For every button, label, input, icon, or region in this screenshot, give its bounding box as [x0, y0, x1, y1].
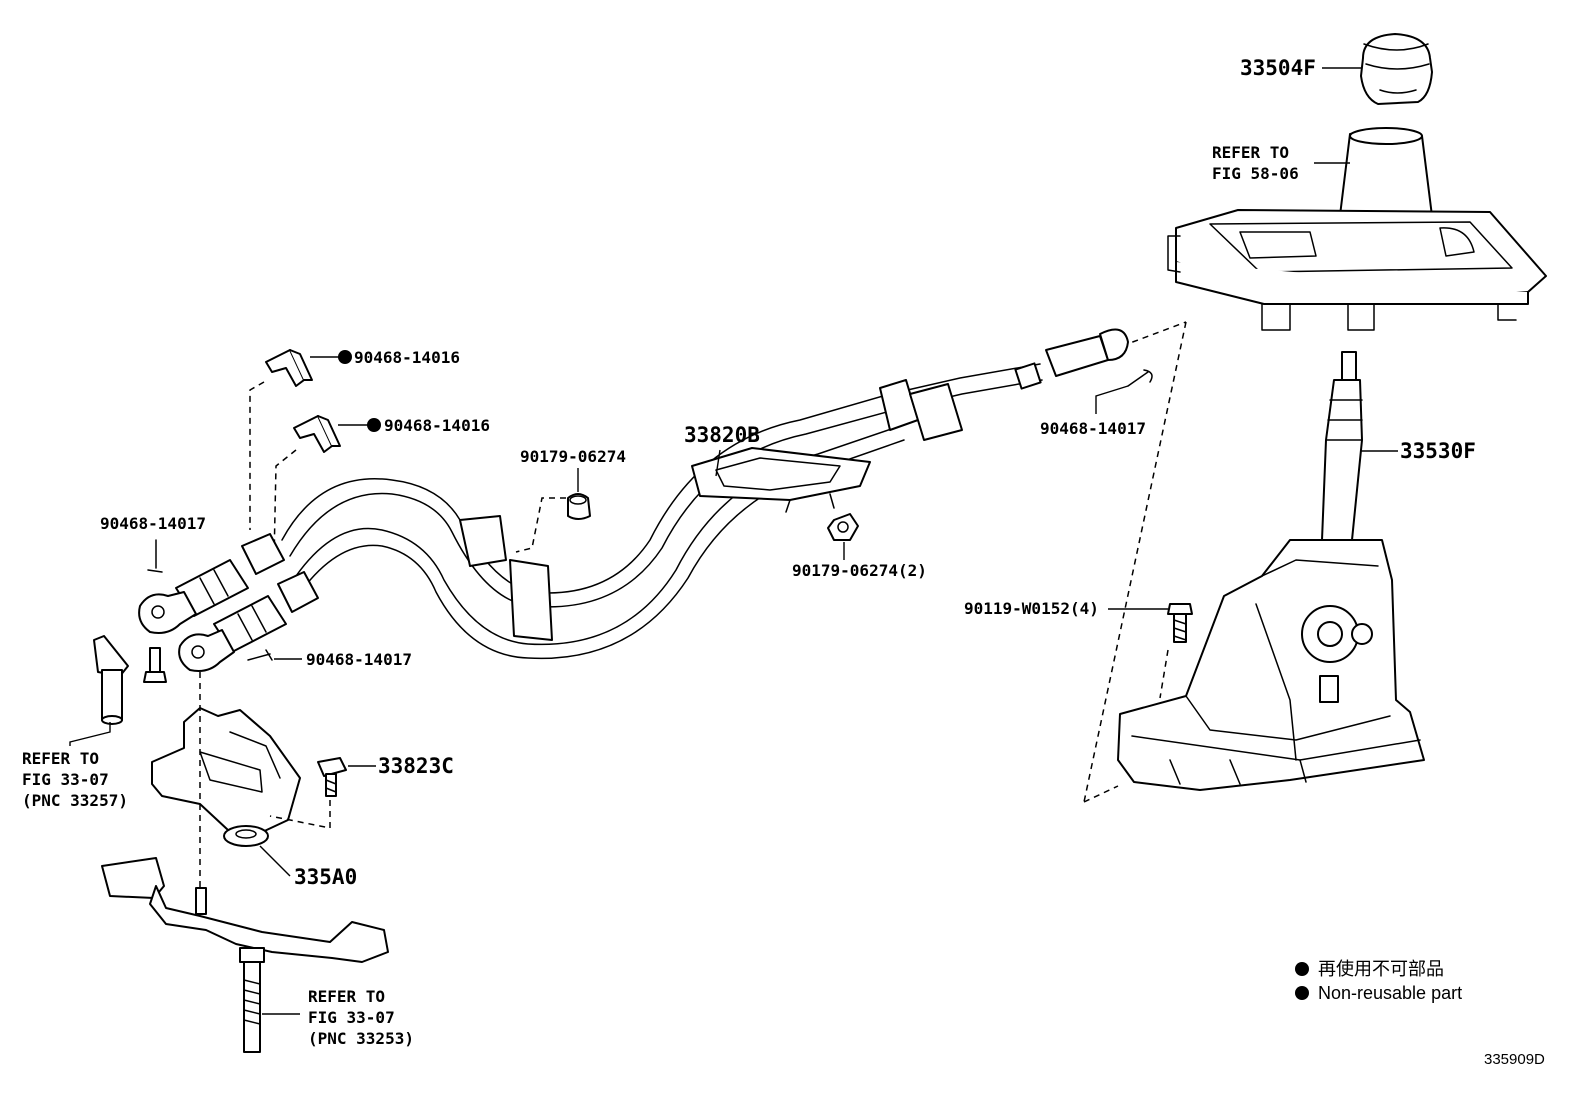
pin-right-drawing: [1127, 369, 1153, 387]
legend-text-jp: 再使用不可部品: [1318, 959, 1444, 979]
legend-text-en: Non-reusable part: [1318, 983, 1462, 1003]
label-clip-top-1: 90468-14016: [354, 348, 460, 367]
nut-drawing: [827, 513, 859, 541]
pin-left-drawing: [147, 539, 163, 573]
legend-dot-en: [1295, 986, 1309, 1000]
pin-bottom-drawing: [247, 649, 273, 661]
label-pin-left: 90468-14017: [100, 514, 206, 533]
grommet-drawing: [567, 493, 591, 520]
non-reusable-dot-2: [367, 418, 381, 432]
dashed-line-lever-top: [1121, 321, 1187, 347]
link-33257-drawing: [93, 635, 167, 725]
label-knob: 33504F: [1240, 56, 1316, 80]
label-lever-assy: 33530F: [1400, 439, 1476, 463]
shift-knob-drawing: [1360, 33, 1433, 105]
refer-33257-leader: [69, 722, 111, 746]
label-refer-33257-line1: REFER TO: [22, 749, 99, 768]
bolt-right-dash: [1159, 649, 1169, 699]
pin-right-leader: [1095, 385, 1129, 414]
legend-dot-jp: [1295, 962, 1309, 976]
diagram-code: 335909D: [1484, 1051, 1545, 1068]
label-grommet: 90179-06274: [520, 447, 626, 466]
dashed-line-lever-left: [1083, 321, 1187, 803]
clip-2-dash: [273, 449, 297, 561]
clip-top-1-drawing: [265, 349, 313, 387]
label-clip-top-2: 90468-14016: [384, 416, 490, 435]
bolt-bracket-drawing: [317, 757, 347, 797]
bracket-drawing: [151, 707, 301, 847]
cable-leader: [715, 449, 721, 477]
label-refer-33253-line1: REFER TO: [308, 987, 385, 1006]
label-cable-assy: 33820B: [684, 423, 760, 447]
label-bracket: 335A0: [294, 865, 357, 889]
label-refer-58-06-line2: FIG 58-06: [1212, 164, 1299, 183]
cable-end-upper-drawing: [138, 533, 285, 634]
cable-assembly-drawing: [281, 328, 1129, 660]
bracket-leader: [259, 845, 291, 877]
label-refer-58-06-line1: REFER TO: [1212, 143, 1289, 162]
label-bolt-bracket: 33823C: [378, 754, 454, 778]
lower-lever-33253-drawing: [101, 857, 389, 1053]
grommet-dash: [515, 497, 566, 553]
label-refer-33253-line3: (PNC 33253): [308, 1029, 414, 1048]
shift-lever-assembly-drawing: [1117, 351, 1425, 791]
clip-1-dash: [249, 381, 265, 530]
console-bezel-drawing: [1167, 127, 1547, 331]
non-reusable-dot-1: [338, 350, 352, 364]
clip-top-2-drawing: [293, 415, 341, 453]
label-refer-33257-line2: FIG 33-07: [22, 770, 109, 789]
label-refer-33257-line3: (PNC 33257): [22, 791, 128, 810]
dashed-line-lever-bottom: [1083, 785, 1119, 803]
label-bolt-right: 90119-W0152(4): [964, 599, 1099, 618]
label-pin-bottom: 90468-14017: [306, 650, 412, 669]
label-refer-33253-line2: FIG 33-07: [308, 1008, 395, 1027]
cable-end-lower-drawing: [178, 571, 319, 672]
label-nut: 90179-06274(2): [792, 561, 927, 580]
bolt-right-drawing: [1167, 603, 1193, 643]
bolt-bracket-dash: [269, 800, 331, 829]
label-pin-right: 90468-14017: [1040, 419, 1146, 438]
